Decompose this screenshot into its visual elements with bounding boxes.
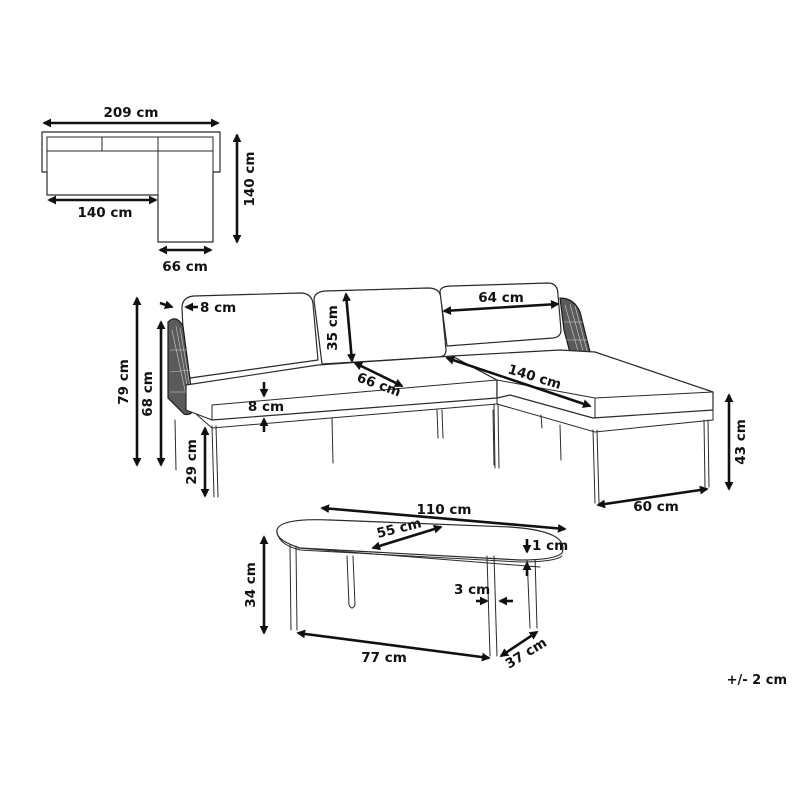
- dimension-chaise-height: 43 cm: [724, 393, 749, 491]
- dimension-backrest-height: 35 cm: [325, 292, 356, 363]
- dimension-armrest-thickness: 8 cm: [159, 300, 236, 316]
- label-table-leg-thickness: 3 cm: [454, 582, 490, 598]
- label-chaise-height: 43 cm: [733, 419, 749, 465]
- dimension-top-depth: 140 cm: [232, 133, 258, 244]
- dimension-top-chaise: 66 cm: [158, 245, 213, 275]
- label-top-main-seat: 140 cm: [78, 205, 133, 221]
- dimension-cushion-thickness: 8 cm: [248, 382, 284, 432]
- dimension-top-main-seat: 140 cm: [47, 195, 158, 221]
- label-top-chaise: 66 cm: [162, 259, 208, 275]
- dimension-total-height: 79 cm: [116, 296, 142, 467]
- dimension-top-width: 209 cm: [42, 105, 220, 128]
- label-chaise-backrest-width: 64 cm: [478, 290, 524, 306]
- dimension-table-leg-span-width: 37 cm: [499, 630, 550, 672]
- label-seat-height: 29 cm: [184, 439, 200, 485]
- label-chaise-width: 60 cm: [633, 499, 679, 515]
- dimension-table-length: 110 cm: [320, 502, 567, 533]
- dimension-chaise-width: 60 cm: [596, 485, 709, 515]
- dimension-table-leg-span-length: 77 cm: [296, 629, 491, 666]
- label-table-height: 34 cm: [243, 562, 259, 608]
- dimension-chaise-backrest-width: 64 cm: [442, 290, 560, 315]
- label-table-leg-span-length: 77 cm: [361, 650, 407, 666]
- label-top-width: 209 cm: [104, 105, 159, 121]
- label-table-length: 110 cm: [417, 502, 472, 518]
- dimension-table-top-thickness: 1 cm: [522, 538, 568, 576]
- coffee-table-drawing: 110 cm 55 cm 1 cm 3 cm 34 cm 77 cm 37 cm: [243, 502, 568, 672]
- label-armrest-height: 68 cm: [140, 371, 156, 417]
- sofa-drawing: 8 cm 79 cm 68 cm 29 cm 8 cm 35 cm 66 cm: [116, 282, 749, 515]
- tolerance-note: +/- 2 cm: [727, 673, 787, 688]
- label-cushion-thickness: 8 cm: [248, 399, 284, 415]
- label-backrest-height: 35 cm: [325, 305, 341, 351]
- dimension-seat-height: 29 cm: [184, 426, 210, 498]
- label-total-height: 79 cm: [116, 359, 132, 405]
- dimension-table-leg-thickness: 3 cm: [454, 582, 513, 606]
- label-armrest-thickness: 8 cm: [200, 300, 236, 316]
- top-view-plan: 209 cm 140 cm 140 cm 66 cm: [41, 105, 258, 275]
- dimension-table-height: 34 cm: [243, 535, 269, 635]
- dimension-armrest-height: 68 cm: [140, 320, 166, 467]
- label-top-depth: 140 cm: [242, 152, 258, 207]
- label-table-top-thickness: 1 cm: [532, 538, 568, 554]
